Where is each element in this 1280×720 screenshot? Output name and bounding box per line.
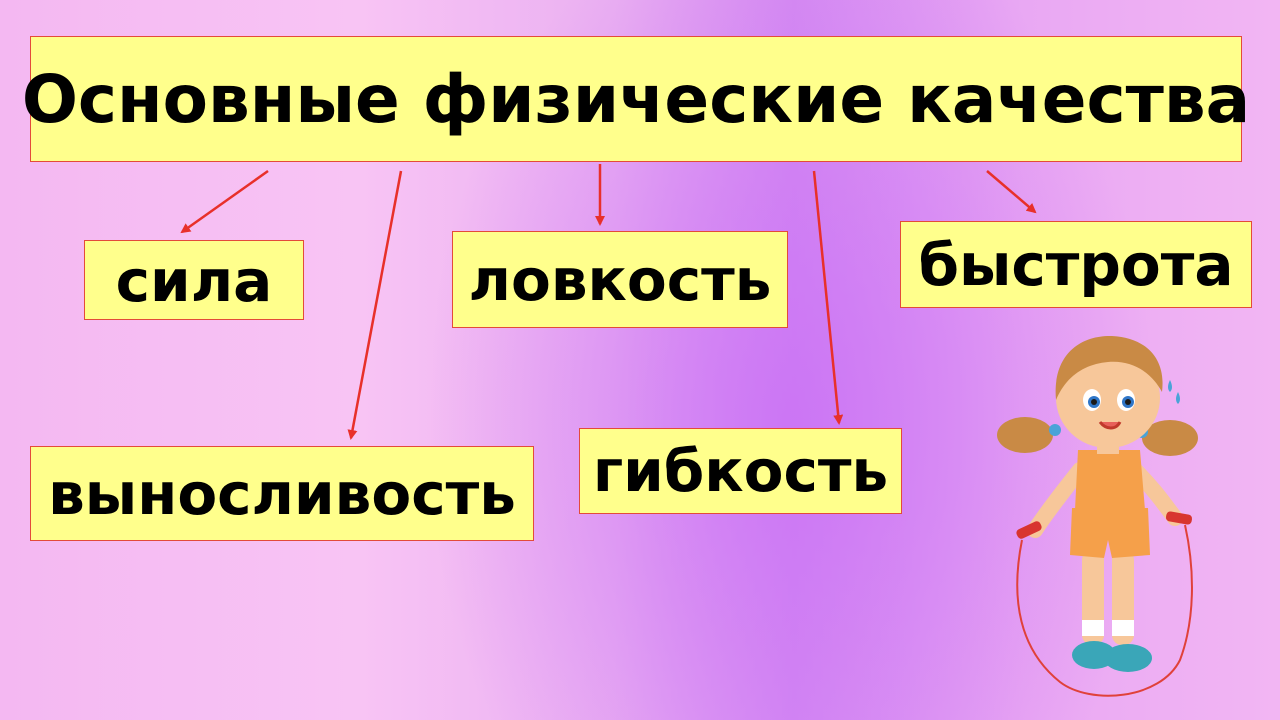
mouth (1098, 421, 1122, 430)
sweat-drops-icon (1168, 380, 1180, 404)
girl-jumping-rope-illustration (997, 335, 1198, 697)
orange-shorts (1070, 508, 1150, 558)
quality-label-gibkost: гибкость (592, 437, 889, 505)
quality-box-sila: сила (84, 240, 304, 320)
arrow-to-bystrota (986, 170, 1037, 214)
quality-label-bystrota: быстрота (918, 230, 1234, 299)
quality-label-vynoslivost: выносливость (48, 459, 516, 528)
right-handle (1165, 511, 1193, 525)
right-pigtail (1142, 420, 1198, 456)
quality-box-vynoslivost: выносливость (30, 446, 534, 541)
page-title: Основные физические качества (21, 60, 1251, 138)
left-pigtail (997, 417, 1053, 453)
quality-label-lovkost: ловкость (468, 245, 772, 314)
title-box: Основные физические качества (22, 36, 1250, 162)
arrow-to-gibkost (812, 170, 844, 425)
quality-box-lovkost: ловкость (452, 231, 788, 328)
jump-rope (1016, 524, 1193, 697)
orange-top (1075, 450, 1145, 510)
arrow-to-sila (180, 169, 269, 234)
quality-label-sila: сила (115, 247, 273, 315)
hair (1055, 335, 1163, 400)
right-shoe (1104, 644, 1152, 672)
left-shoe (1072, 641, 1116, 669)
quality-box-gibkost: гибкость (579, 428, 902, 514)
quality-box-bystrota: быстрота (900, 221, 1252, 308)
head (1056, 348, 1160, 448)
left-handle (1016, 521, 1042, 539)
arrow-to-vynoslivost (347, 170, 403, 440)
